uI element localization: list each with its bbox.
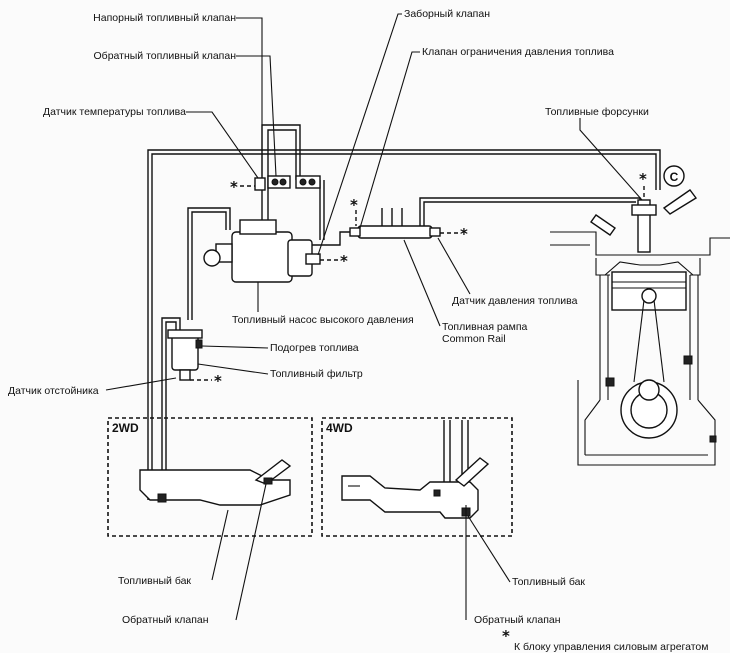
label-hp-pump: Топливный насос высокого давления — [232, 314, 414, 326]
label-fuel-heater: Подогрев топлива — [270, 342, 359, 354]
box-4wd: 4WD — [321, 417, 513, 537]
label-fuel-filter: Топливный фильтр — [270, 368, 363, 380]
fuel-filter — [167, 329, 203, 381]
label-intake-valve: Заборный клапан — [404, 8, 490, 20]
ecu-star: * — [460, 225, 468, 243]
box-4wd-label: 4WD — [326, 421, 353, 435]
leader-lines — [105, 13, 643, 621]
label-tank-4wd: Топливный бак — [512, 576, 585, 588]
label-pressure-limit-valve: Клапан ограничения давления топлива — [422, 46, 614, 58]
label-pressure-valve: Напорный топливный клапан — [93, 12, 236, 24]
label-sediment-sensor: Датчик отстойника — [8, 385, 99, 397]
label-check-valve-2wd: Обратный клапан — [122, 614, 209, 626]
label-rail-line1: Топливная рампа — [442, 321, 528, 333]
label-check-valve-4wd: Обратный клапан — [474, 614, 561, 626]
ecu-star: * — [214, 372, 222, 390]
box-2wd: 2WD — [107, 417, 313, 537]
legend-text: К блоку управления силовым агрегатом — [514, 641, 709, 653]
label-pressure-sensor: Датчик давления топлива — [452, 295, 578, 307]
fuel-lines — [147, 124, 661, 505]
label-fuel-temp-sensor: Датчик температуры топлива — [43, 106, 186, 118]
ecu-links: * * * * * * — [190, 170, 647, 390]
label-tank-2wd: Топливный бак — [118, 575, 191, 587]
engine: C — [550, 165, 730, 466]
box-2wd-label: 2WD — [112, 421, 139, 435]
ecu-star: * — [350, 196, 358, 214]
labels: Напорный топливный клапан Обратный топли… — [8, 8, 709, 653]
injector-badge: C — [670, 170, 679, 184]
ecu-star: * — [230, 178, 238, 196]
legend-symbol: * — [502, 627, 510, 645]
ecu-star: * — [340, 252, 348, 270]
ecu-star: * — [639, 170, 647, 188]
label-rail-line2: Common Rail — [442, 333, 506, 345]
hp-pump — [203, 219, 321, 283]
label-return-valve: Обратный топливный клапан — [94, 50, 237, 62]
valves — [254, 175, 321, 191]
label-injectors: Топливные форсунки — [545, 106, 649, 118]
common-rail — [349, 225, 441, 239]
